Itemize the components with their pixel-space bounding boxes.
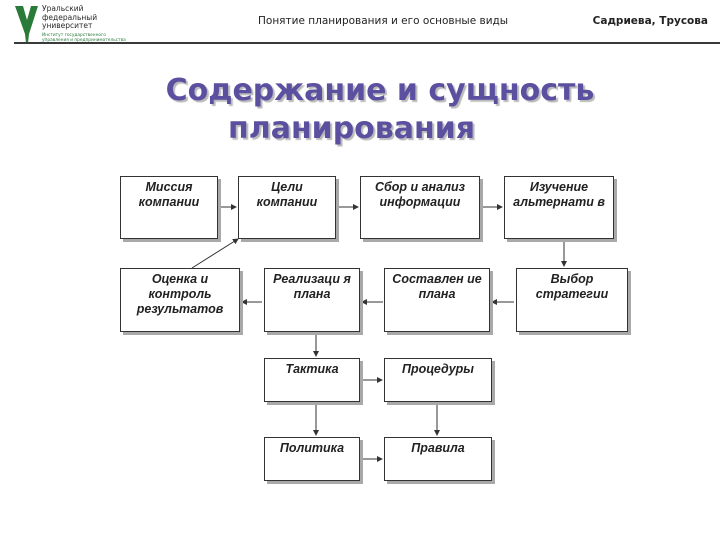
header-divider (14, 42, 720, 44)
box-implement-plan: Реализаци я плана (264, 268, 360, 332)
box-alternatives: Изучение альтернати в (504, 176, 614, 239)
box-compose-plan: Составлен ие плана (384, 268, 490, 332)
box-mission: Миссия компании (120, 176, 218, 239)
slide-title-line2: планирования (228, 111, 476, 146)
box-rules: Правила (384, 437, 492, 481)
arrow-evaluate-goals (191, 238, 239, 269)
logo-sub-line: Институт государственного (42, 33, 106, 38)
logo-institute-name: Институт государственного управления и п… (42, 33, 126, 43)
logo-name-line: университет (42, 21, 93, 31)
logo-name-line: федеральный (42, 12, 98, 22)
logo-university-name: Уральский федеральный университет (42, 4, 98, 31)
box-tactics: Тактика (264, 358, 360, 402)
logo-name-line: Уральский (42, 4, 84, 13)
box-procedures: Процедуры (384, 358, 492, 402)
university-logo: Уральский федеральный университет Инстит… (14, 4, 144, 46)
urfu-logo-icon (15, 6, 38, 43)
box-strategy: Выбор стратегии (516, 268, 628, 332)
header-topic: Понятие планирования и его основные виды (258, 15, 509, 27)
logo-sub-line: управления и предпринимательства (42, 38, 126, 43)
header-authors: Садриева, Трусова (592, 15, 708, 27)
box-collect-info: Сбор и анализ информации (360, 176, 480, 239)
box-policy: Политика (264, 437, 360, 481)
box-goals: Цели компании (238, 176, 336, 239)
slide-title-line1: Содержание и сущность (165, 73, 595, 108)
box-evaluate: Оценка и контроль результатов (120, 268, 240, 332)
